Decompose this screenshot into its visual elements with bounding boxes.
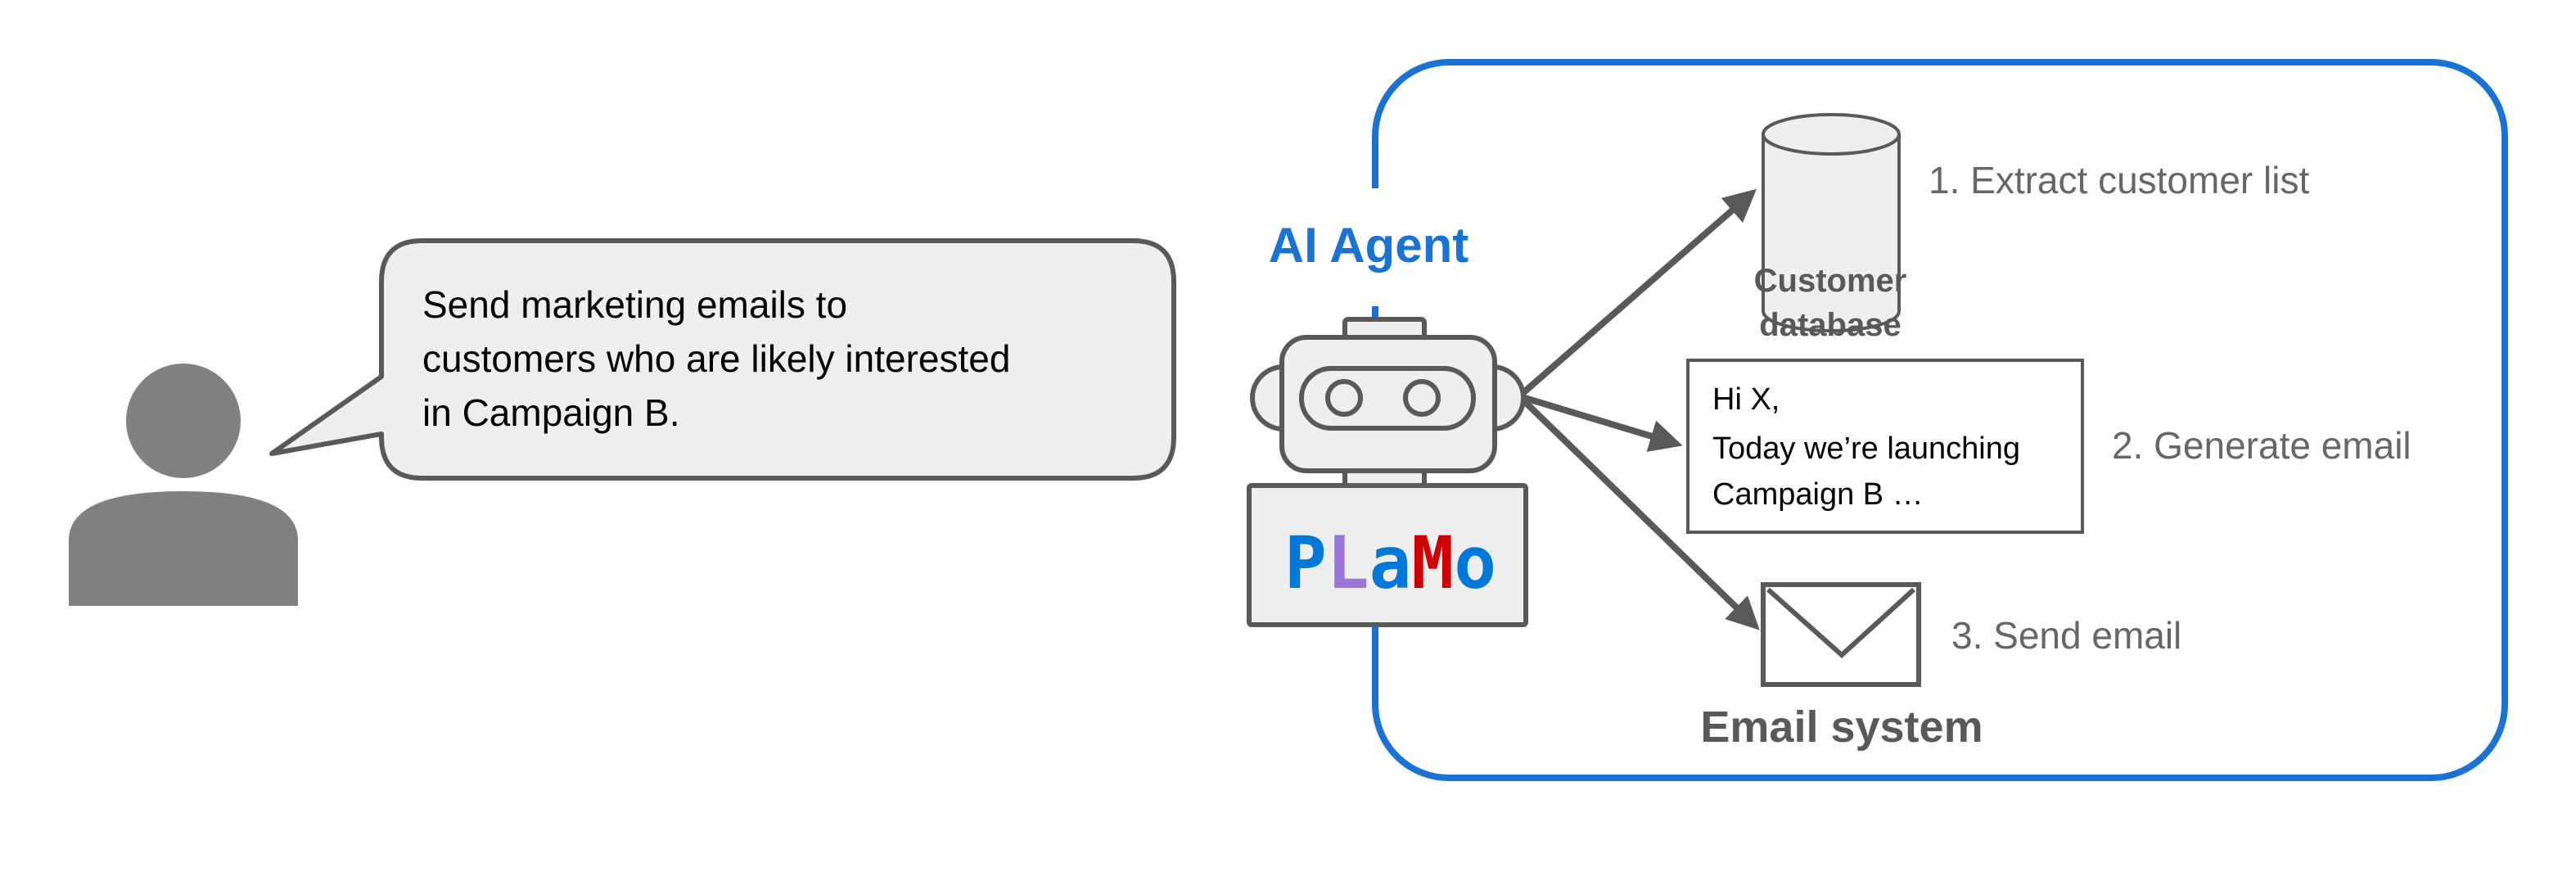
step-3-label: 3. Send email (1951, 614, 2181, 657)
request-line: in Campaign B. (422, 391, 680, 434)
request-line: Send marketing emails to (422, 283, 847, 326)
envelope-icon (1761, 582, 1921, 687)
agent-title: AI Agent (1269, 218, 1468, 273)
logo-letter: o (1454, 521, 1496, 605)
speech-bubble: Send marketing emails to customers who a… (269, 238, 1176, 481)
robot-icon (1247, 317, 1528, 627)
arrow-to-email-system (1517, 394, 1760, 630)
logo-letter: L (1327, 521, 1369, 605)
database-label: database (1759, 307, 1901, 343)
step-2-label: 2. Generate email (2112, 424, 2411, 467)
database-label: Customer (1754, 263, 1907, 299)
arrows (1517, 188, 1760, 630)
arrow-to-email-draft (1518, 393, 1683, 452)
user-icon (69, 364, 298, 606)
logo-letter: M (1411, 521, 1454, 605)
email-draft-line: Campaign B … (1712, 477, 1924, 512)
email-draft-line: Hi X, (1712, 382, 1780, 417)
logo-letter: P (1284, 521, 1327, 605)
gap-backdrop (1359, 287, 1392, 306)
email-system-label: Email system (1700, 703, 1983, 752)
title-backdrop (1244, 188, 1506, 287)
database-icon (1762, 113, 1901, 332)
logo-letter: a (1369, 521, 1412, 605)
arrow-to-database (1517, 188, 1757, 400)
request-line: customers who are likely interested (422, 337, 1010, 380)
step-1-label: 1. Extract customer list (1929, 159, 2309, 201)
email-draft-line: Today we’re launching (1712, 431, 2020, 466)
email-draft-box (1686, 359, 2084, 534)
plamo-logo: PLaMo (1284, 521, 1496, 605)
